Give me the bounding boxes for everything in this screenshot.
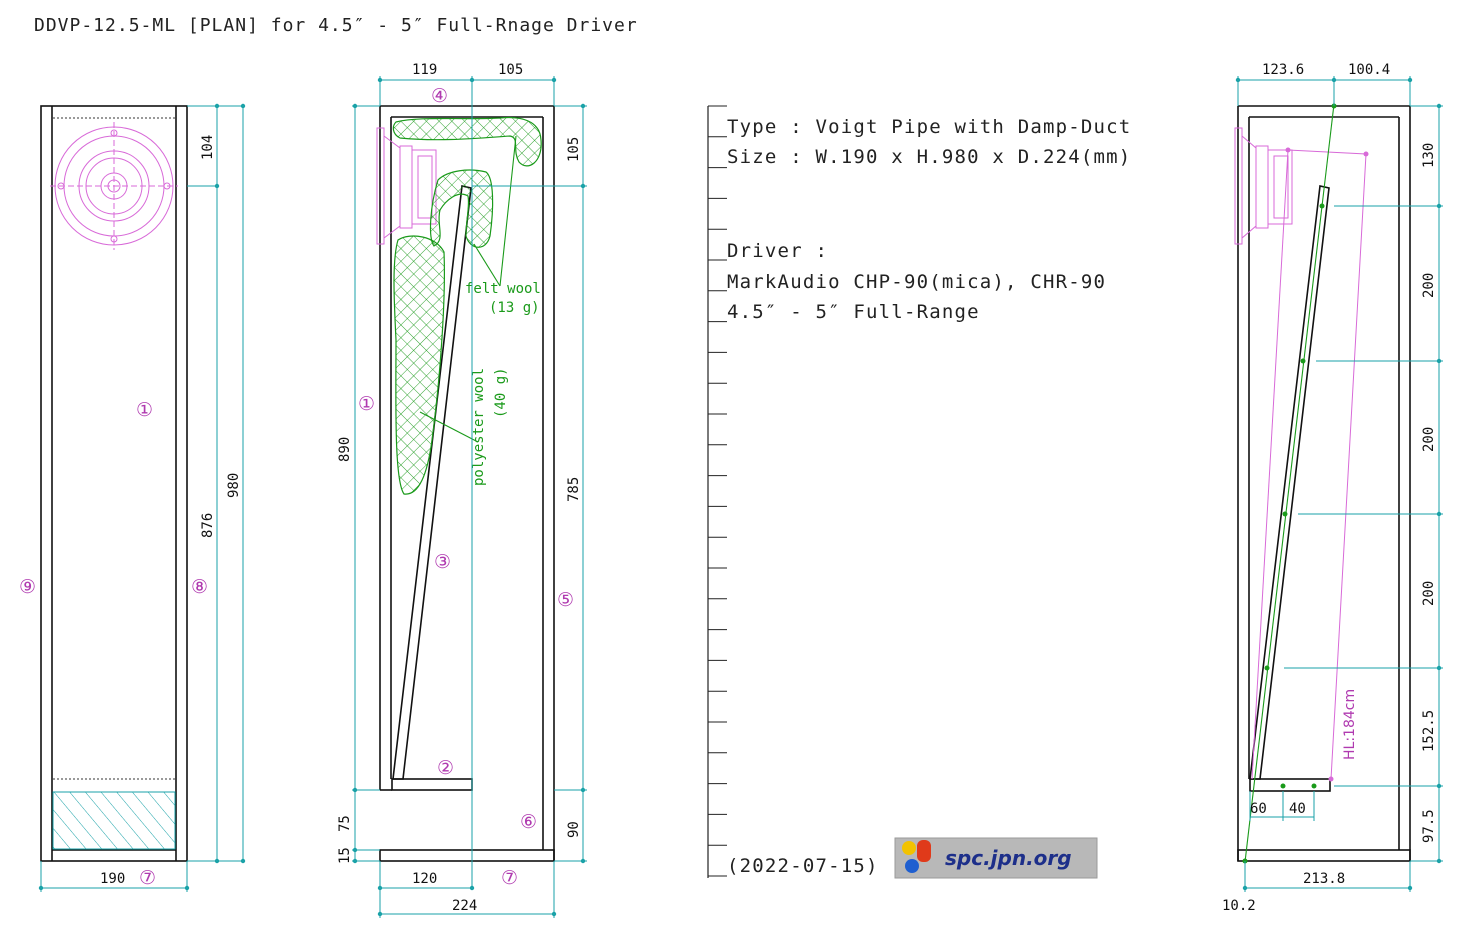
section-top-a-dim: 123.6 — [1262, 62, 1304, 78]
front-part-7: ⑦ — [139, 867, 156, 889]
front-top-dim: 104 — [200, 135, 216, 160]
section-b-b-dim: 40 — [1289, 801, 1306, 817]
spc-logo[interactable]: spc.jpn.org — [894, 837, 1098, 879]
section-r4-dim: 200 — [1421, 581, 1437, 606]
front-view: 190 104 876 980 ① ⑦ ⑧ ⑨ — [19, 103, 246, 892]
side-left-b-dim: 15 — [337, 847, 353, 864]
hl-label: HL:184cm — [1342, 689, 1358, 760]
spc-logo-text: spc.jpn.org — [945, 846, 1072, 870]
side-part-6: ⑥ — [520, 811, 537, 833]
side-right-top-dim: 105 — [566, 137, 582, 162]
side-bottom-total-dim: 224 — [452, 898, 477, 914]
polyester-wool-weight: (40 g) — [493, 367, 509, 418]
section-view: HL:184cm 123.6 100.4 130 200 200 200 152… — [1222, 62, 1443, 914]
section-b-a-dim: 60 — [1250, 801, 1267, 817]
front-total-dim: 980 — [226, 473, 242, 498]
side-top-a-dim: 119 — [412, 62, 437, 78]
spec-date: (2022-07-15) — [727, 855, 879, 877]
bottom-panel-7 — [379, 849, 555, 862]
section-r3-dim: 200 — [1421, 427, 1437, 452]
side-part-1: ① — [358, 393, 375, 415]
section-offset-dim: 10.2 — [1222, 898, 1256, 914]
section-r2-dim: 200 — [1421, 273, 1437, 298]
felt-wool-label: felt wool — [465, 281, 541, 297]
section-top-b-dim: 100.4 — [1348, 62, 1390, 78]
section-r5-dim: 152.5 — [1421, 710, 1437, 752]
front-part-1: ① — [136, 399, 153, 421]
side-bottom-a-dim: 120 — [412, 871, 437, 887]
hl-path-line — [1287, 149, 1367, 780]
side-part-5: ⑤ — [557, 589, 574, 611]
spec-ruler-ticks — [708, 105, 727, 877]
centerline — [1244, 103, 1335, 863]
driver-side-icon — [376, 127, 437, 245]
drawing-title: DDVP-12.5-ML [PLAN] for 4.5″ - 5″ Full-R… — [34, 15, 638, 36]
front-part-8: ⑧ — [191, 576, 208, 598]
side-view: felt wool (13 g) polyester wool (40 g) 1… — [337, 62, 587, 918]
polyester-wool-label: polyester wool — [471, 368, 487, 486]
felt-wool-duct — [429, 169, 494, 248]
driver-section-icon — [1234, 127, 1293, 245]
front-lower-dim: 876 — [200, 513, 216, 538]
side-part-2: ② — [437, 757, 454, 779]
section-bottom-dim: 213.8 — [1303, 871, 1345, 887]
side-left-main-dim: 890 — [337, 437, 353, 462]
front-base-hatch — [52, 791, 176, 850]
driver-front-icon — [50, 122, 178, 250]
polyester-wool — [393, 235, 445, 495]
spec-driver-models: MarkAudio CHP-90(mica), CHR-90 — [727, 271, 1106, 293]
spec-type-line: Type : Voigt Pipe with Damp-Duct — [727, 116, 1131, 138]
side-right-bot-dim: 90 — [566, 821, 582, 838]
spec-driver-size: 4.5″ - 5″ Full-Range — [727, 301, 980, 323]
side-part-4: ④ — [431, 85, 448, 107]
spec-block: Type : Voigt Pipe with Damp-Duct Size : … — [707, 105, 1131, 878]
duct-panel-2 — [391, 778, 473, 791]
front-outline — [40, 105, 188, 862]
felt-wool-top — [392, 116, 542, 167]
side-part-7: ⑦ — [501, 867, 518, 889]
front-width-dim: 190 — [100, 871, 125, 887]
side-part-3: ③ — [434, 551, 451, 573]
section-r6-dim: 97.5 — [1421, 809, 1437, 843]
spec-size-line: Size : W.190 x H.980 x D.224(mm) — [727, 146, 1131, 168]
side-right-mid-dim: 785 — [566, 477, 582, 502]
spec-driver-label: Driver : — [727, 240, 828, 262]
spc-logo-mark-icon — [902, 840, 931, 873]
side-top-b-dim: 105 — [498, 62, 523, 78]
side-left-a-dim: 75 — [337, 815, 353, 832]
felt-wool-weight: (13 g) — [489, 300, 540, 316]
front-part-9: ⑨ — [19, 576, 36, 598]
section-r1-dim: 130 — [1421, 143, 1437, 168]
